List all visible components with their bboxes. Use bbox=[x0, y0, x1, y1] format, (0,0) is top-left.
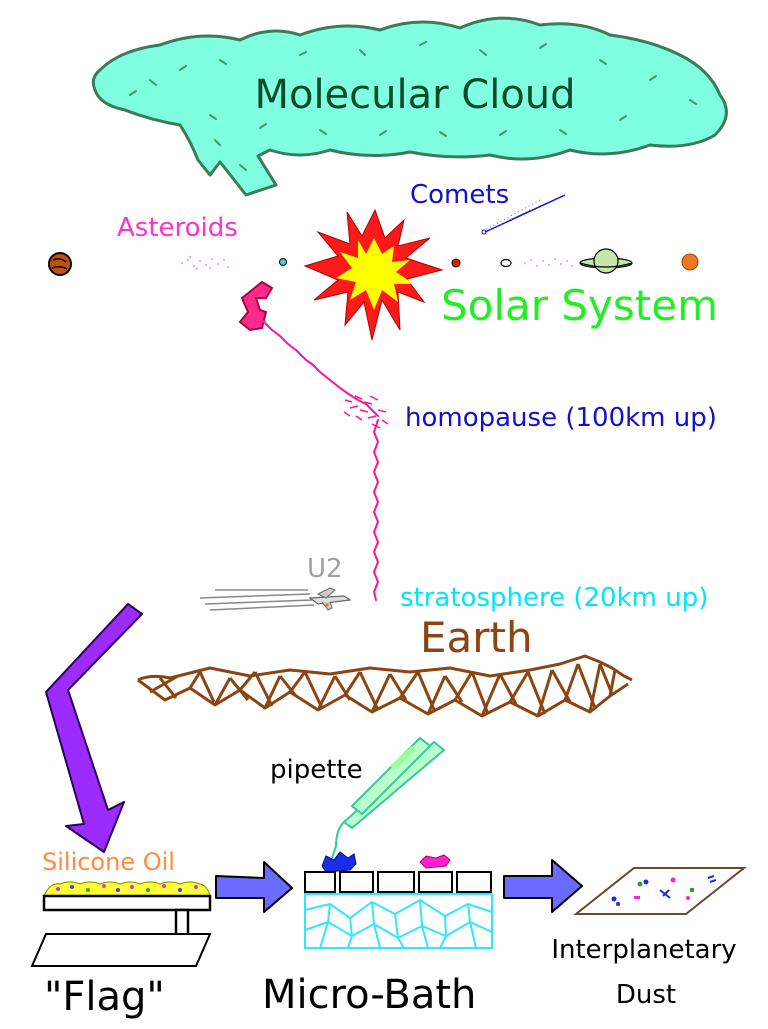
arrow-bath-to-dust bbox=[503, 859, 583, 913]
asteroid-belt-right bbox=[524, 258, 573, 267]
pipette-label: pipette bbox=[270, 755, 363, 785]
earth-label: Earth bbox=[420, 613, 533, 662]
particle-track bbox=[261, 319, 380, 601]
collection-arrow bbox=[45, 603, 143, 853]
jupiter-icon bbox=[48, 252, 72, 276]
ablation-burst bbox=[343, 395, 389, 429]
saturn-icon bbox=[579, 248, 633, 274]
oil-particles bbox=[56, 884, 198, 892]
cloud-title: Molecular Cloud bbox=[254, 72, 575, 118]
molecular-cloud: Molecular Cloud bbox=[91, 16, 728, 197]
idp-label-line2: Dust bbox=[616, 980, 676, 1010]
mercury-icon bbox=[451, 258, 461, 268]
solar-system-label: Solar System bbox=[441, 281, 718, 330]
micro-bath-icon bbox=[304, 851, 493, 949]
earth-ground bbox=[137, 654, 633, 718]
homopause-label: homopause (100km up) bbox=[405, 403, 717, 433]
cloud-speckles bbox=[129, 41, 697, 171]
micro-bath-label: Micro-Bath bbox=[262, 972, 476, 1018]
venus-icon bbox=[500, 258, 512, 268]
sun-core bbox=[336, 238, 414, 310]
u2-label: U2 bbox=[307, 554, 343, 584]
comet-icon bbox=[481, 194, 566, 235]
flag-collector-icon bbox=[30, 881, 212, 967]
comets-label: Comets bbox=[410, 180, 509, 210]
cloud-shape bbox=[91, 16, 728, 197]
pipette-icon bbox=[331, 736, 446, 859]
dust-slide-icon bbox=[573, 867, 747, 915]
planet-small-icon bbox=[279, 258, 287, 266]
arrow-flag-to-bath bbox=[215, 861, 293, 913]
idp-label-line1: Interplanetary bbox=[551, 935, 736, 965]
asteroid-belt-left bbox=[181, 256, 229, 270]
asteroids-label: Asteroids bbox=[117, 213, 238, 243]
u2-aircraft-icon bbox=[199, 587, 352, 611]
neptune-icon bbox=[681, 253, 699, 271]
silicone-oil-label: Silicone Oil bbox=[42, 848, 175, 876]
stratosphere-label: stratosphere (20km up) bbox=[400, 583, 708, 613]
asteroid-fragment-icon bbox=[238, 280, 274, 332]
flag-label: "Flag" bbox=[44, 974, 165, 1020]
